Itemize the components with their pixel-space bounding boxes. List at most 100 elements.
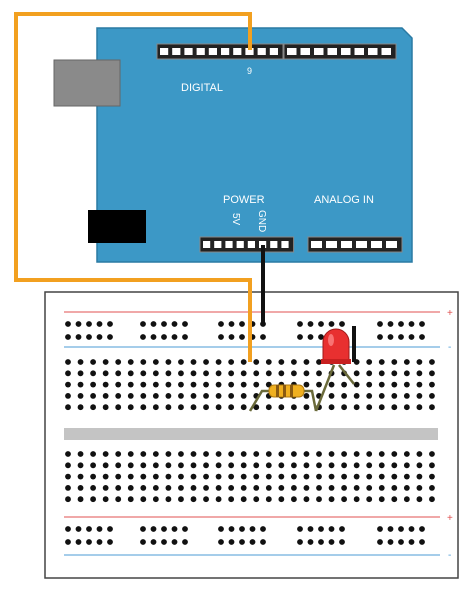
breadboard-hole: [341, 393, 347, 399]
breadboard-hole: [353, 393, 360, 399]
breadboard-hole: [171, 526, 178, 532]
header-pin: [196, 48, 205, 55]
breadboard-hole: [102, 496, 109, 503]
breadboard-hole: [318, 321, 324, 327]
breadboard-hole: [297, 526, 303, 532]
header-pin: [270, 241, 278, 248]
breadboard-hole: [140, 359, 147, 365]
pin-9-label: 9: [247, 66, 252, 76]
resistor: [248, 384, 318, 412]
breadboard-hole: [127, 485, 134, 491]
breadboard-hole: [240, 485, 247, 491]
breadboard-hole: [77, 370, 84, 377]
breadboard-hole: [228, 485, 235, 491]
breadboard-hole: [316, 370, 322, 377]
breadboard-hole: [403, 393, 410, 399]
breadboard-hole: [403, 370, 410, 377]
breadboard-hole: [218, 334, 224, 340]
breadboard-hole: [178, 404, 184, 411]
breadboard-hole: [353, 370, 360, 377]
breadboard-hole: [353, 485, 360, 491]
breadboard-hole: [127, 381, 134, 388]
breadboard-hole: [240, 381, 247, 388]
header-pin: [368, 48, 378, 55]
breadboard-hole: [178, 496, 184, 503]
rail-minus-top: -: [448, 342, 451, 353]
breadboard-hole: [366, 404, 373, 411]
breadboard-hole: [398, 526, 404, 532]
breadboard-hole: [403, 485, 410, 491]
header-pin: [208, 48, 217, 55]
breadboard-hole: [328, 321, 335, 327]
breadboard-hole: [140, 321, 146, 327]
breadboard-hole: [115, 370, 122, 377]
breadboard-hole: [303, 359, 310, 365]
breadboard-hole: [278, 404, 285, 411]
breadboard-hole: [403, 404, 410, 411]
breadboard-hole: [378, 496, 385, 503]
breadboard-hole: [140, 526, 146, 532]
breadboard-hole: [316, 451, 322, 457]
header-pin: [327, 48, 337, 55]
breadboard-hole: [102, 451, 109, 457]
breadboard-hole: [398, 539, 404, 545]
breadboard-hole: [107, 321, 113, 327]
breadboard-hole: [77, 462, 84, 469]
breadboard-hole: [429, 451, 435, 457]
breadboard-hole: [307, 539, 314, 545]
breadboard-hole: [65, 539, 71, 545]
resistor-band-2: [283, 385, 286, 397]
breadboard-hole: [278, 451, 285, 457]
header-pin: [236, 241, 244, 248]
rail-plus-top: +: [447, 308, 453, 319]
breadboard-hole: [102, 381, 109, 388]
breadboard-hole: [316, 359, 322, 365]
breadboard-hole: [178, 462, 184, 469]
breadboard-hole: [102, 473, 109, 480]
breadboard-hole: [140, 473, 147, 480]
breadboard-hole: [228, 462, 235, 469]
breadboard-hole: [353, 451, 360, 457]
breadboard-hole: [115, 462, 122, 469]
breadboard-hole: [328, 526, 335, 532]
breadboard-hole: [102, 485, 109, 491]
breadboard-hole: [115, 359, 122, 365]
breadboard-hole: [378, 381, 385, 388]
breadboard-hole: [102, 359, 109, 365]
breadboard-hole: [378, 462, 385, 469]
breadboard-hole: [403, 462, 410, 469]
resistor-body: [268, 384, 305, 398]
breadboard-hole: [178, 451, 184, 457]
header-pin: [259, 241, 267, 248]
breadboard-hole: [182, 321, 188, 327]
breadboard-hole: [341, 473, 347, 480]
breadboard-hole: [228, 359, 235, 365]
header-pin: [311, 241, 322, 248]
breadboard-hole: [391, 404, 398, 411]
header-pin: [326, 241, 337, 248]
breadboard-hole: [429, 393, 435, 399]
breadboard-hole: [150, 334, 157, 340]
breadboard-hole: [152, 404, 159, 411]
breadboard-hole: [353, 381, 360, 388]
breadboard-hole: [65, 359, 71, 365]
breadboard-hole: [339, 321, 345, 327]
breadboard-hole: [291, 462, 297, 469]
breadboard-hole: [115, 381, 122, 388]
breadboard-hole: [328, 485, 335, 491]
breadboard-hole: [218, 321, 224, 327]
led-body: [322, 328, 350, 363]
breadboard-hole: [127, 359, 134, 365]
breadboard-hole: [152, 359, 159, 365]
breadboard-hole: [391, 359, 398, 365]
breadboard-hole: [152, 381, 159, 388]
breadboard-hole: [140, 539, 146, 545]
breadboard-hole: [278, 485, 285, 491]
breadboard-hole: [152, 370, 159, 377]
breadboard-hole: [303, 404, 310, 411]
breadboard-hole: [240, 359, 247, 365]
resistor-lead-right: [302, 389, 318, 412]
breadboard-hole: [90, 473, 96, 480]
breadboard-hole: [416, 359, 423, 365]
